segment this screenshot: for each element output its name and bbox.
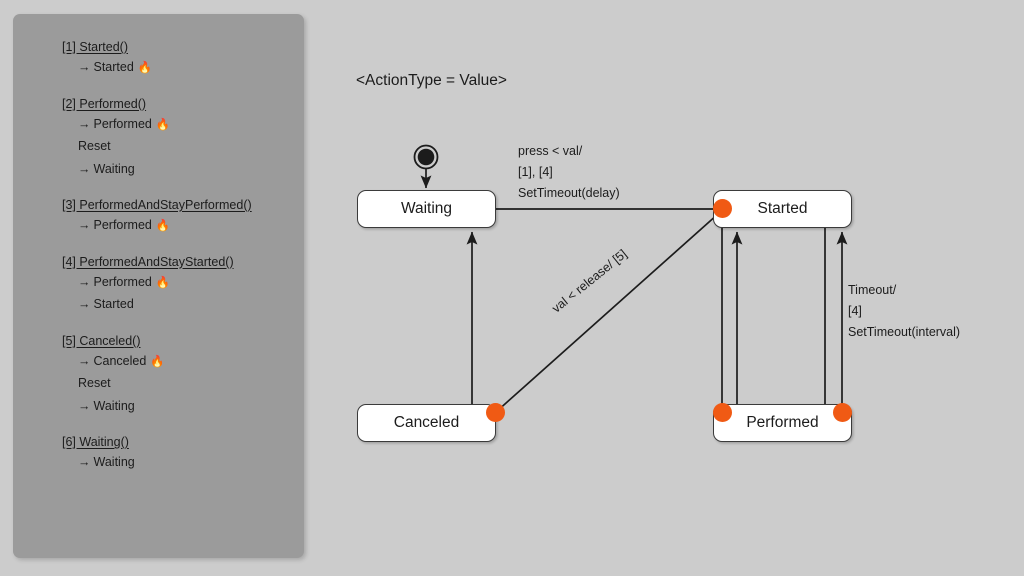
action-group-title[interactable]: [2] Performed(): [62, 96, 147, 111]
action-group-line: →Waiting: [78, 158, 304, 181]
state-diagram-canvas: <ActionType = Value>: [304, 0, 1024, 576]
action-group: [5] Canceled()→Canceled🔥Reset→Waiting: [13, 332, 304, 418]
arrow-right-icon: →: [78, 398, 91, 413]
transition-label-line-3: SetTimeout(delay): [518, 186, 620, 200]
action-group: [4] PerformedAndStayStarted() →Performed🔥…: [13, 253, 304, 316]
diagram-title: <ActionType = Value>: [356, 72, 507, 89]
action-line-text: Reset: [78, 376, 111, 390]
edge-canceled-to-started: [495, 213, 719, 413]
arrow-right-icon: →: [78, 218, 91, 232]
action-line-text: Waiting: [93, 455, 135, 469]
action-line-text: Waiting: [93, 161, 135, 176]
transition-label-line-3: SetTimeout(interval): [848, 325, 961, 339]
action-group-line: →Performed🔥: [78, 113, 304, 136]
fire-icon: 🔥: [155, 218, 171, 232]
connection-dot-performed-right[interactable]: [833, 403, 852, 422]
state-node-canceled[interactable]: Canceled: [357, 404, 496, 442]
transition-label-line-1: Timeout/: [848, 283, 897, 297]
action-line-text: Waiting: [93, 398, 135, 413]
action-group-line: →Performed🔥: [78, 214, 304, 237]
action-group: [3] PerformedAndStayPerformed() →Performe…: [13, 196, 304, 237]
fire-icon: 🔥: [150, 353, 165, 368]
arrow-right-icon: →: [78, 116, 91, 131]
fire-icon: 🔥: [155, 116, 171, 131]
transition-label-line-1: press < val/: [518, 144, 583, 158]
fire-icon: 🔥: [155, 274, 171, 289]
arrow-right-icon: →: [78, 60, 91, 74]
transition-label-line-2: [1], [4]: [518, 165, 553, 179]
state-node-started[interactable]: Started: [713, 190, 852, 228]
action-group-line: →Performed🔥: [78, 271, 304, 294]
action-group-line: Reset: [78, 135, 304, 158]
action-line-text: Performed: [93, 274, 152, 289]
action-group-title[interactable]: [3] PerformedAndStayPerformed(): [62, 198, 252, 212]
action-group-line: →Waiting: [78, 451, 304, 474]
action-group-line: →Started: [78, 293, 304, 316]
action-group-title[interactable]: [6] Waiting(): [62, 435, 129, 449]
action-group: [2] Performed()→Performed🔥Reset→Waiting: [13, 95, 304, 181]
state-node-performed[interactable]: Performed: [713, 404, 852, 442]
fire-icon: 🔥: [137, 60, 153, 74]
action-list: [1] Started()→Started🔥[2] Performed()→Pe…: [13, 38, 304, 474]
action-group: [1] Started() →Started🔥: [13, 38, 304, 79]
connection-dot-started-left[interactable]: [713, 199, 732, 218]
connection-dot-performed-left[interactable]: [713, 403, 732, 422]
transition-label-line-2: [4]: [848, 304, 862, 318]
action-group-line: →Waiting: [78, 395, 304, 418]
action-group-title[interactable]: [5] Canceled(): [62, 333, 141, 348]
action-line-text: Canceled: [93, 353, 147, 368]
action-group: [6] Waiting() →Waiting: [13, 433, 304, 474]
action-group-line: →Canceled🔥: [78, 350, 304, 373]
action-list-panel: [1] Started()→Started🔥[2] Performed()→Pe…: [13, 14, 304, 558]
action-group-line: Reset: [78, 372, 304, 395]
connection-dot-canceled-right[interactable]: [486, 403, 505, 422]
transition-label-waiting-to-started: press < val/ [1], [4] SetTimeout(delay): [518, 141, 620, 204]
action-group-title[interactable]: [1] Started(): [62, 40, 128, 54]
action-line-text: Performed: [93, 218, 152, 232]
arrow-right-icon: →: [78, 455, 91, 469]
action-line-text: Started: [93, 297, 134, 311]
arrow-right-icon: →: [78, 161, 91, 176]
arrow-right-icon: →: [78, 274, 91, 289]
action-group-line: →Started🔥: [78, 56, 304, 79]
state-node-waiting[interactable]: Waiting: [357, 190, 496, 228]
arrow-right-icon: →: [78, 297, 91, 311]
action-group-title[interactable]: [4] PerformedAndStayStarted(): [62, 254, 234, 269]
initial-state-marker: [413, 144, 439, 170]
action-line-text: Reset: [78, 139, 111, 153]
action-line-text: Started: [93, 60, 134, 74]
arrow-right-icon: →: [78, 353, 91, 368]
transition-label-performed-to-started: Timeout/ [4] SetTimeout(interval): [848, 280, 960, 343]
action-line-text: Performed: [93, 116, 152, 131]
